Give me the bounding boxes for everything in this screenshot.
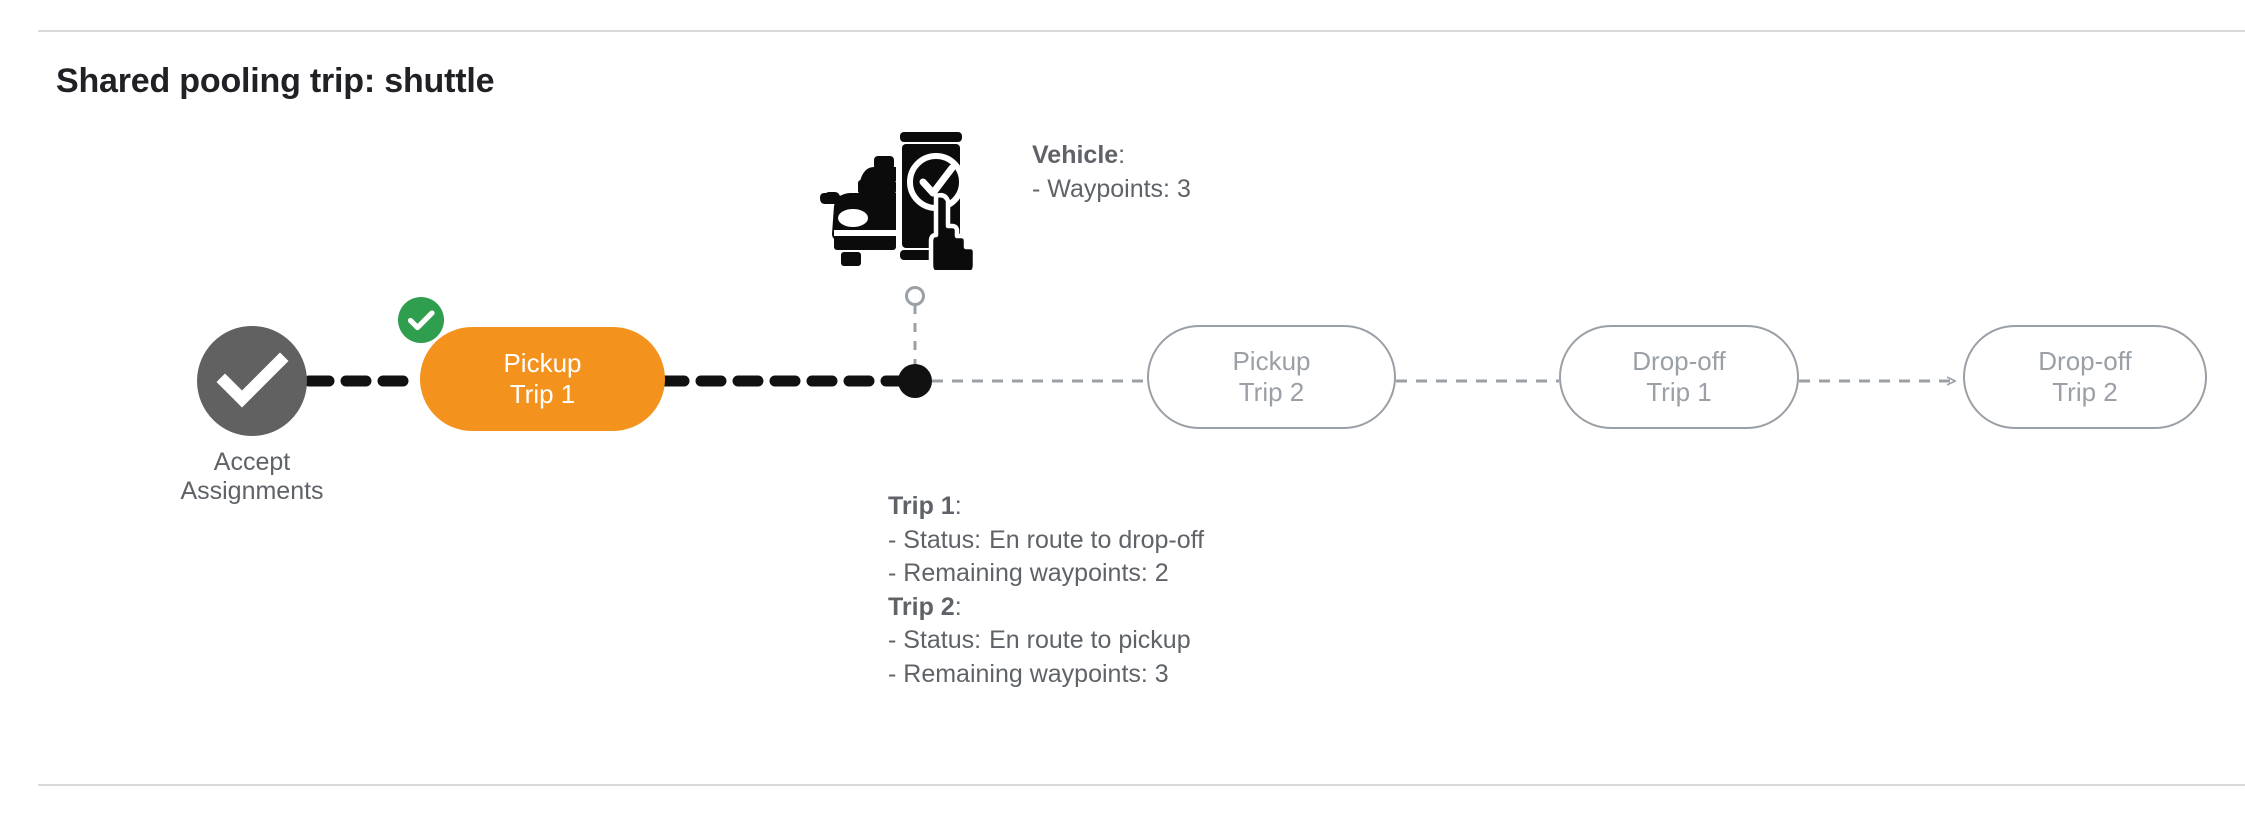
- trip1-status-row: - Status:En route to drop-off: [888, 526, 1204, 555]
- trip1-heading: Trip 1: [888, 492, 955, 520]
- node-dropoff-trip-2-line1: Drop-off: [2038, 346, 2132, 377]
- top-divider: [38, 30, 2245, 32]
- vehicle-marker: [812, 120, 980, 270]
- bottom-divider: [38, 784, 2245, 786]
- start-label-line1: Accept: [213, 448, 291, 476]
- trip2-status-row: - Status:En route to pickup: [888, 626, 1204, 655]
- node-pickup-trip-2[interactable]: Pickup Trip 2: [1147, 325, 1396, 429]
- check-badge-icon: [407, 310, 435, 331]
- node-dropoff-trip-2-line2: Trip 2: [2052, 377, 2118, 407]
- node-dropoff-trip-1-line1: Drop-off: [1632, 346, 1726, 377]
- vehicle-waypoints: - Waypoints: 3: [1032, 174, 1191, 203]
- start-node-accept-assignments[interactable]: [197, 326, 307, 436]
- start-label-line2: Assignments: [180, 477, 324, 505]
- trip2-heading: Trip 2: [888, 592, 955, 621]
- trip2-heading-colon: :: [954, 592, 962, 621]
- node-pickup-trip-1-line2: Trip 1: [509, 379, 576, 409]
- trip2-waypoints: - Remaining waypoints: 3: [888, 659, 1169, 688]
- vehicle-info-panel: Vehicle: - Waypoints: 3: [1032, 136, 1191, 203]
- current-position-dot: [898, 364, 932, 398]
- node-pickup-trip-2-line2: Trip 2: [1238, 377, 1305, 407]
- vehicle-heading-row: Vehicle:: [1032, 141, 1191, 170]
- trip2-heading-row: Trip 2:: [888, 593, 1204, 622]
- trips-info-panel: Trip 1: - Status:En route to drop-off - …: [888, 492, 1204, 688]
- trip2-status-label: - Status:: [888, 626, 982, 654]
- node-pickup-trip-2-line1: Pickup: [1232, 346, 1311, 377]
- node-pickup-trip-1-line1: Pickup: [503, 348, 582, 379]
- node-dropoff-trip-2[interactable]: Drop-off Trip 2: [1963, 325, 2207, 429]
- car-phone-check-icon: [820, 132, 978, 270]
- check-circle-icon: [216, 352, 289, 408]
- trip1-heading-colon: :: [954, 492, 962, 520]
- vehicle-leader-endpoint: [905, 286, 925, 306]
- pickup-trip-1-completed-badge: [398, 297, 444, 343]
- vehicle-heading-colon: :: [1118, 141, 1126, 169]
- start-node-label: Accept Assignments: [152, 448, 352, 506]
- page-title: Shared pooling trip: shuttle: [56, 62, 495, 100]
- node-pickup-trip-1[interactable]: Pickup Trip 1: [420, 327, 665, 431]
- trip1-status-label: - Status:: [888, 525, 982, 554]
- vehicle-heading: Vehicle: [1032, 141, 1119, 169]
- trip1-status-value: En route to drop-off: [989, 525, 1205, 554]
- node-dropoff-trip-1[interactable]: Drop-off Trip 1: [1559, 325, 1799, 429]
- node-dropoff-trip-1-line2: Trip 1: [1646, 377, 1712, 407]
- trip1-heading-row: Trip 1:: [888, 492, 1204, 521]
- trip1-waypoints: - Remaining waypoints: 2: [888, 559, 1169, 587]
- trip2-status-value: En route to pickup: [989, 626, 1191, 654]
